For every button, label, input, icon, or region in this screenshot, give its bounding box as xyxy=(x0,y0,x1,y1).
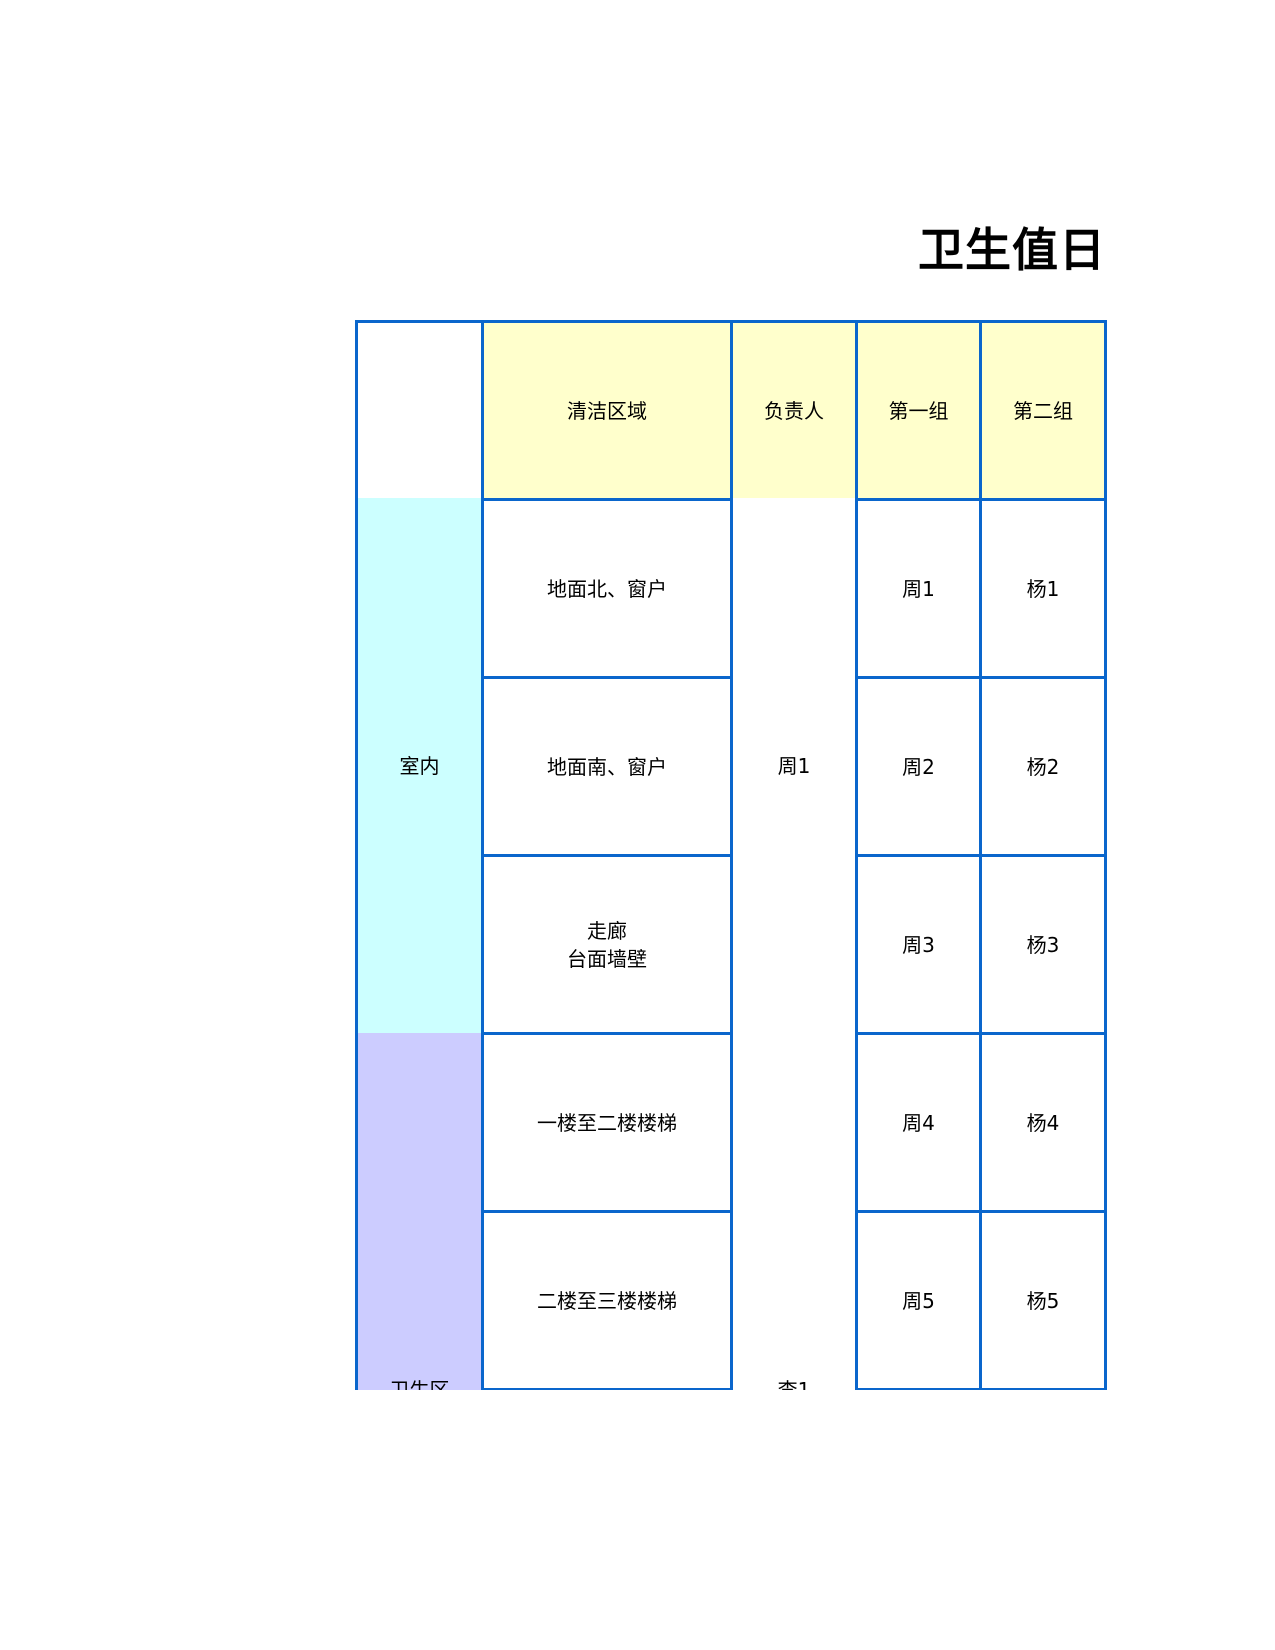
row-2-area: 地面南、窗户 xyxy=(481,676,733,857)
row-1-group1: 周1 xyxy=(855,498,982,679)
row-3-area: 走廊 台面墙壁 xyxy=(481,854,733,1035)
row-4-group1: 周4 xyxy=(855,1032,982,1213)
section-indoor: 室内 xyxy=(355,498,484,1033)
header-group1: 第一组 xyxy=(855,320,982,501)
owner-indoor: 周1 xyxy=(730,498,858,1033)
owner-sanitary: 李1 xyxy=(730,1033,858,1390)
duty-table: 清洁区域 负责人 第一组 第二组 室内 卫生区 周1 李1 地面北、窗户 周1 … xyxy=(352,318,1112,1390)
row-2-group1: 周2 xyxy=(855,676,982,857)
row-4-area: 一楼至二楼楼梯 xyxy=(481,1032,733,1213)
header-owner: 负责人 xyxy=(730,320,858,501)
header-area: 清洁区域 xyxy=(481,320,733,501)
row-3-group1: 周3 xyxy=(855,854,982,1035)
row-1-group2: 杨1 xyxy=(979,498,1107,679)
header-corner-cell xyxy=(355,320,484,501)
row-4-group2: 杨4 xyxy=(979,1032,1107,1213)
page-title: 卫生值日 xyxy=(918,223,1104,277)
row-2-group2: 杨2 xyxy=(979,676,1107,857)
row-5-group2: 杨5 xyxy=(979,1210,1107,1390)
row-3-group2: 杨3 xyxy=(979,854,1107,1035)
header-group2: 第二组 xyxy=(979,320,1107,501)
row-5-area: 二楼至三楼楼梯 xyxy=(481,1210,733,1390)
row-5-group1: 周5 xyxy=(855,1210,982,1390)
section-sanitary: 卫生区 xyxy=(355,1033,484,1390)
row-1-area: 地面北、窗户 xyxy=(481,498,733,679)
